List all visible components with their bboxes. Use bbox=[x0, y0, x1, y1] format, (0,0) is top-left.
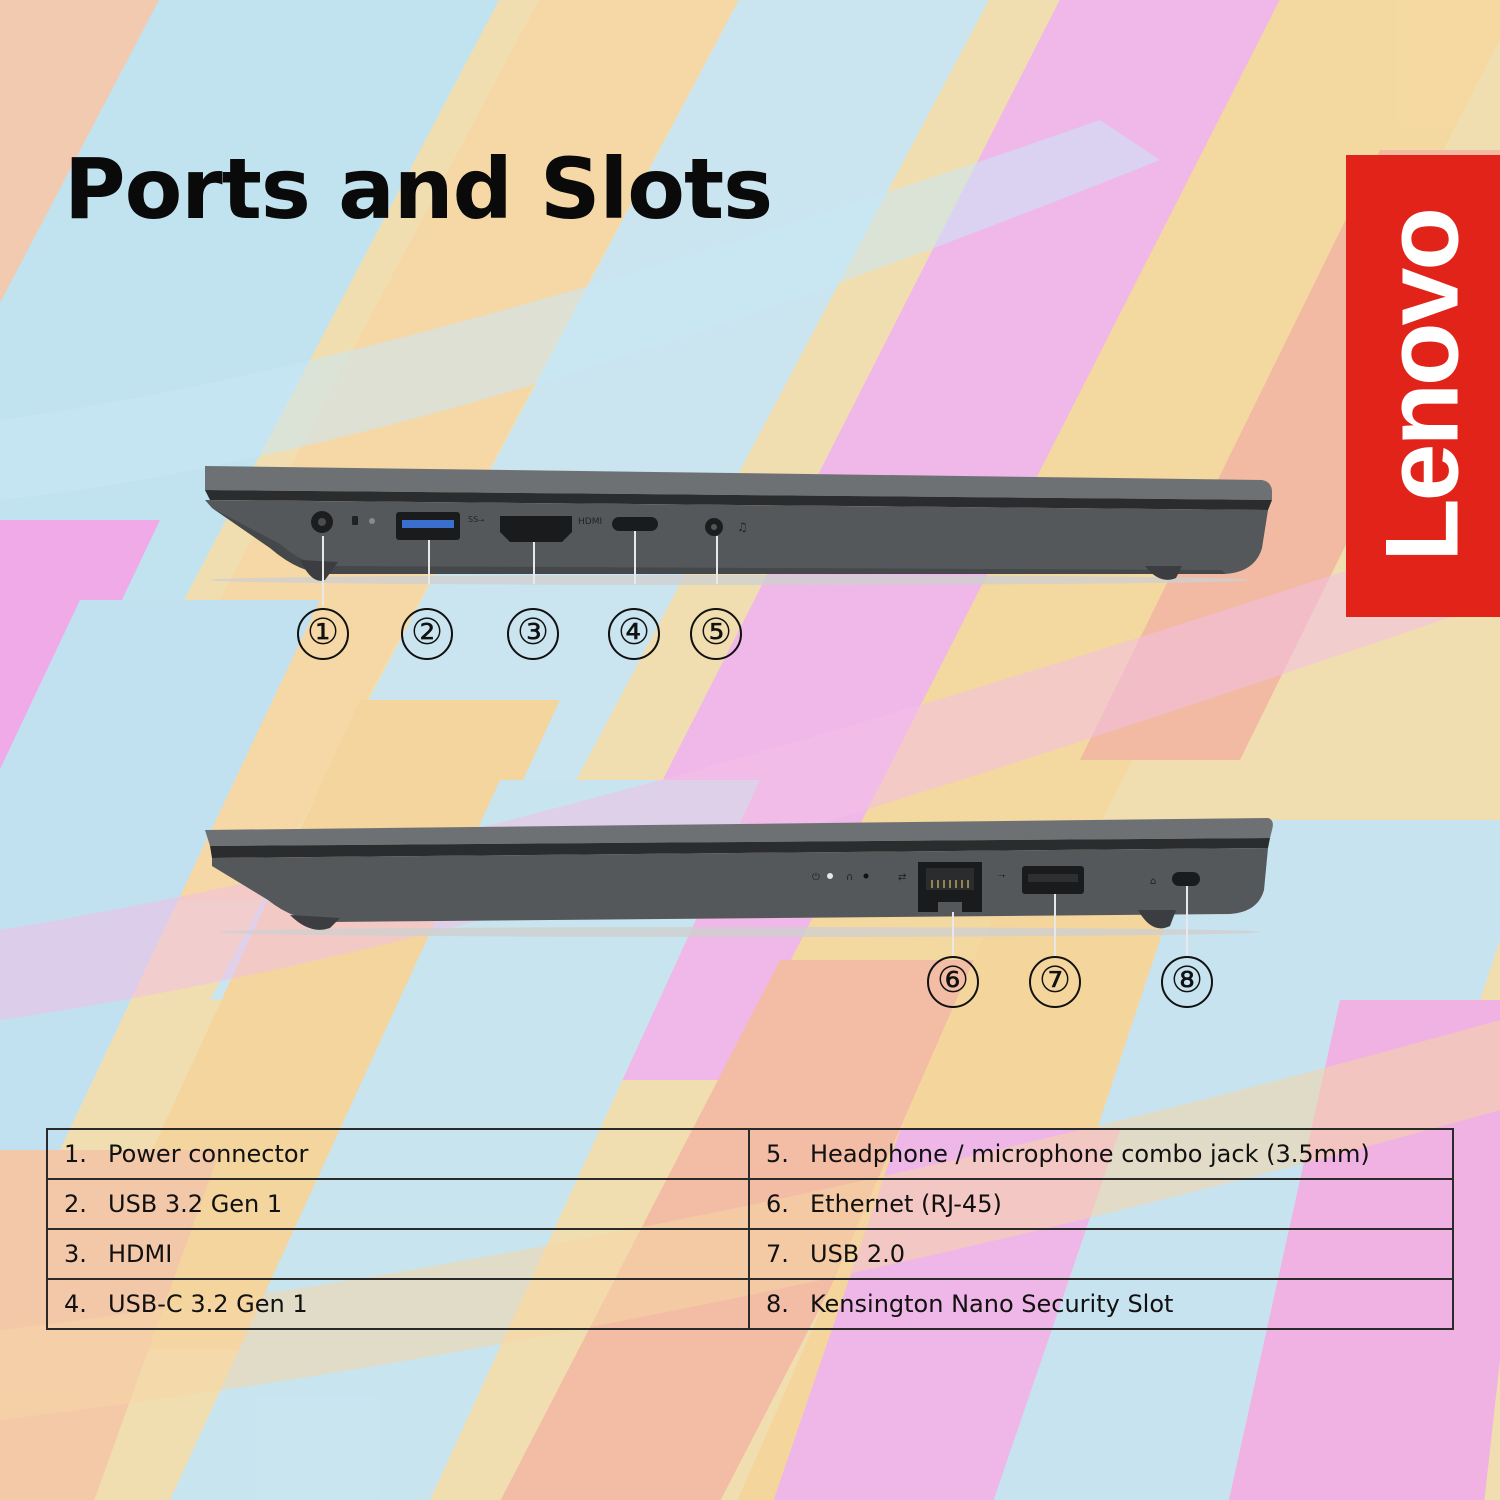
table-row: 2.USB 3.2 Gen 1 6.Ethernet (RJ-45) bbox=[46, 1178, 1454, 1230]
leader-line-6 bbox=[952, 912, 954, 956]
table-cell: 2.USB 3.2 Gen 1 bbox=[46, 1178, 750, 1230]
table-cell: 5.Headphone / microphone combo jack (3.5… bbox=[748, 1128, 1454, 1180]
callout-1: ① bbox=[297, 608, 349, 660]
status-indicators-icon: ⏻ ∩ bbox=[812, 872, 869, 883]
leader-line-8 bbox=[1186, 886, 1188, 956]
leader-line-4 bbox=[634, 531, 636, 584]
leader-line-1 bbox=[322, 536, 324, 606]
port-label: USB-C 3.2 Gen 1 bbox=[108, 1290, 308, 1318]
table-cell: 3.HDMI bbox=[46, 1228, 750, 1280]
port-label: Headphone / microphone combo jack (3.5mm… bbox=[810, 1140, 1370, 1168]
svg-text:⏻: ⏻ bbox=[812, 872, 820, 883]
table-row: 4.USB-C 3.2 Gen 1 8.Kensington Nano Secu… bbox=[46, 1278, 1454, 1330]
table-cell: 6.Ethernet (RJ-45) bbox=[748, 1178, 1454, 1230]
callout-4: ④ bbox=[608, 608, 660, 660]
lenovo-logo: Lenovo bbox=[1346, 155, 1500, 617]
headphone-icon: ♫ bbox=[737, 520, 748, 534]
port-label: HDMI bbox=[108, 1240, 173, 1268]
port-label: Kensington Nano Security Slot bbox=[810, 1290, 1174, 1318]
callout-6: ⑥ bbox=[927, 956, 979, 1008]
table-cell: 7.USB 2.0 bbox=[748, 1228, 1454, 1280]
ethernet-icon: ⇄ bbox=[898, 872, 906, 883]
table-cell: 4.USB-C 3.2 Gen 1 bbox=[46, 1278, 750, 1330]
port-label: Ethernet (RJ-45) bbox=[810, 1190, 1002, 1218]
table-cell: 1.Power connector bbox=[46, 1128, 750, 1180]
leader-line-7 bbox=[1054, 894, 1056, 956]
ports-table: 1.Power connector 5.Headphone / micropho… bbox=[46, 1128, 1454, 1330]
table-row: 3.HDMI 7.USB 2.0 bbox=[46, 1228, 1454, 1280]
port-label: USB 2.0 bbox=[810, 1240, 906, 1268]
table-cell: 8.Kensington Nano Security Slot bbox=[748, 1278, 1454, 1330]
leader-line-2 bbox=[428, 540, 430, 584]
callout-8: ⑧ bbox=[1161, 956, 1213, 1008]
port-label: USB 3.2 Gen 1 bbox=[108, 1190, 283, 1218]
usb-icon: ⭢ bbox=[998, 871, 1005, 881]
port-label: Power connector bbox=[108, 1140, 309, 1168]
lock-icon: ⌂ bbox=[1150, 876, 1156, 887]
hdmi-port-marking: HDMI bbox=[578, 517, 602, 527]
power-indicator-icon bbox=[352, 516, 375, 525]
callout-5: ⑤ bbox=[690, 608, 742, 660]
table-row: 1.Power connector 5.Headphone / micropho… bbox=[46, 1128, 1454, 1180]
leader-line-5 bbox=[716, 536, 718, 584]
page-title: Ports and Slots bbox=[64, 140, 773, 238]
callout-3: ③ bbox=[507, 608, 559, 660]
callout-7: ⑦ bbox=[1029, 956, 1081, 1008]
leader-line-3 bbox=[533, 542, 535, 584]
svg-text:∩: ∩ bbox=[846, 872, 853, 883]
callout-2: ② bbox=[401, 608, 453, 660]
svg-text:SS⭢: SS⭢ bbox=[468, 515, 485, 524]
